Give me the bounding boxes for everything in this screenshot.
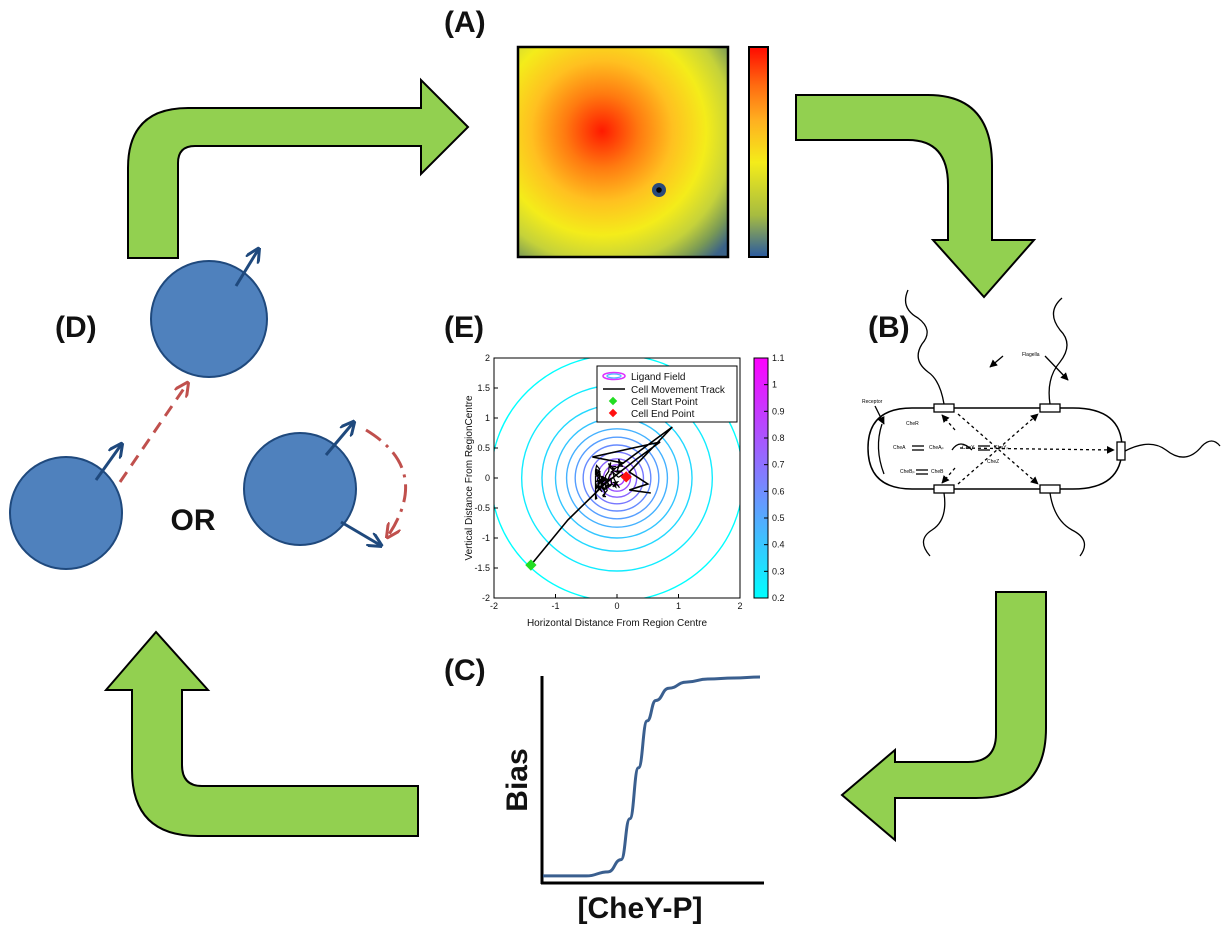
- e-xlabel: Horizontal Distance From Region Centre: [527, 618, 708, 629]
- e-colorbar-tick: 0.3: [772, 566, 785, 576]
- ligand-contour: [541, 404, 693, 552]
- label-chey-p: CheYₚ: [994, 445, 1009, 451]
- cell-top: [150, 250, 268, 378]
- e-y-tick: 1: [485, 413, 490, 423]
- label-cheb: CheB: [931, 469, 944, 475]
- motor-top-right: [1039, 403, 1061, 413]
- bacterium-labels: Flagella Receptor CheR CheA CheAₚ CheY C…: [862, 352, 1040, 475]
- tumble-dashed-arrow: [365, 428, 408, 536]
- e-x-tick: 0: [614, 601, 619, 611]
- ligand-heatmap: [516, 45, 730, 259]
- label-cheb-p: CheBₚ: [900, 469, 915, 475]
- motor-bottom-right: [1039, 484, 1061, 494]
- e-colorbar: [753, 357, 769, 599]
- e-colorbar-tick: 0.5: [772, 513, 785, 523]
- ligand-contour: [574, 436, 660, 520]
- motor-bottom-left: [933, 484, 955, 494]
- e-y-tick: 0.5: [477, 443, 490, 453]
- legend-ligand-field: Ligand Field: [631, 372, 685, 383]
- label-chez: CheZ: [987, 459, 999, 465]
- e-colorbar-tick: 0.7: [772, 460, 785, 470]
- panel-label-c: (C): [444, 654, 486, 687]
- legend-end-point: Cell End Point: [631, 409, 695, 420]
- e-colorbar-tick: 0.8: [772, 433, 785, 443]
- e-colorbar-tick: 0.6: [772, 486, 785, 496]
- bias-curve-chart: Bias [CheY-P]: [501, 675, 764, 925]
- label-cher: CheR: [906, 421, 919, 427]
- run-path-dashed-arrow: [118, 384, 187, 483]
- e-y-tick: 0: [485, 473, 490, 483]
- label-chey: CheY: [962, 445, 975, 451]
- ligand-contour: [565, 428, 669, 528]
- c-xlabel: [CheY-P]: [577, 892, 702, 925]
- track-cluster: [594, 458, 625, 500]
- e-x-tick: -2: [490, 601, 498, 611]
- cycle-arrow-bottom-right: [840, 591, 1047, 843]
- label-receptor: Receptor: [862, 399, 883, 405]
- cycle-arrow-top-right: [795, 94, 1037, 299]
- e-y-tick: -0.5: [474, 503, 490, 513]
- c-ylabel: Bias: [501, 748, 534, 811]
- e-x-tick: 1: [676, 601, 681, 611]
- e-y-tick: -1: [482, 533, 490, 543]
- e-x-tick: -1: [551, 601, 559, 611]
- e-colorbar-tick: 0.4: [772, 540, 785, 550]
- legend-cell-track: Cell Movement Track: [631, 385, 726, 396]
- cell-movement-track: [530, 426, 673, 566]
- cell-bottom-left: [9, 445, 122, 570]
- motor-top-left: [933, 403, 955, 413]
- ligand-contour: [596, 458, 638, 498]
- heatmap-colorbar: [748, 46, 769, 258]
- e-ylabel: Vertical Distance From RegionCentre: [464, 395, 475, 561]
- trajectory-plot: -2 -1 0 1 2 2 1.5 1 0.5 0 -0.5 -1 -1.5 -2 Horizontal …: [464, 353, 785, 629]
- panel-label-a: (A): [444, 6, 486, 39]
- panel-label-b: (B): [868, 311, 910, 344]
- e-colorbar-tick: 1: [772, 380, 777, 390]
- e-y-tick: -1.5: [474, 563, 490, 573]
- panel-label-e: (E): [444, 311, 484, 344]
- label-flagella: Flagella: [1022, 352, 1040, 358]
- cell-bottom-right: [243, 423, 380, 545]
- e-x-tick: 2: [737, 601, 742, 611]
- label-chea-p: CheAₚ: [929, 445, 944, 451]
- cycle-arrow-top-left: [127, 77, 470, 259]
- e-colorbar-tick: 1.1: [772, 353, 785, 363]
- e-y-tick: 1.5: [477, 383, 490, 393]
- ligand-contour: [582, 444, 652, 512]
- panel-label-d: (D): [55, 311, 97, 344]
- bacterium-schematic: [867, 289, 1221, 557]
- label-chea: CheA: [893, 445, 906, 451]
- e-colorbar-tick: 0.9: [772, 406, 785, 416]
- motor-right: [1116, 441, 1126, 461]
- bias-curve-line: [542, 675, 761, 878]
- e-y-tick: 2: [485, 353, 490, 363]
- e-legend: Ligand Field Cell Movement Track Cell St…: [596, 365, 738, 423]
- e-colorbar-tick: 0.2: [772, 593, 785, 603]
- cycle-arrow-bottom-left: [103, 630, 419, 837]
- legend-start-point: Cell Start Point: [631, 397, 698, 408]
- e-y-tick: -2: [482, 593, 490, 603]
- or-text: OR: [171, 504, 216, 537]
